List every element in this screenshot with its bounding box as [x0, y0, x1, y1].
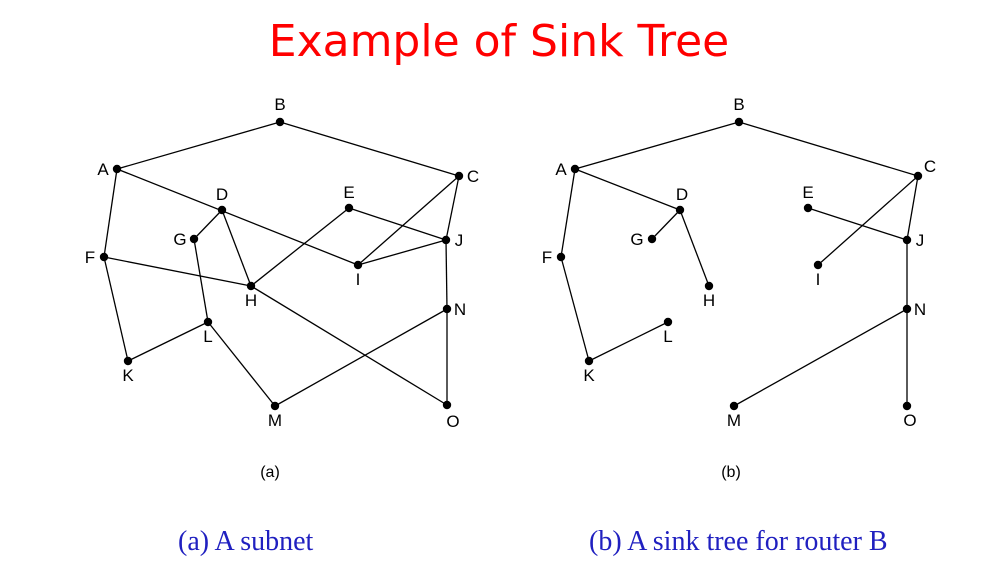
subnet-node-c	[454, 171, 464, 181]
sink-tree-node-label-m: M	[727, 411, 741, 430]
sink-tree-edge-d-h	[679, 209, 710, 287]
sink-tree-edge-a-b	[574, 121, 740, 170]
sink-tree-node-label-o: O	[903, 411, 916, 430]
sink-tree-node-label-f: F	[542, 248, 552, 267]
subnet-node-b	[275, 117, 285, 127]
subnet-node-n	[442, 304, 452, 314]
subnet-node-label-d: D	[216, 185, 228, 204]
subnet-node-h	[246, 281, 256, 291]
subnet-edge-f-k	[103, 256, 129, 362]
sink-tree-node-m	[729, 401, 739, 411]
sink-tree-node-label-n: N	[914, 300, 926, 319]
sink-tree-node-d	[675, 205, 685, 215]
subnet-node-label-e: E	[343, 183, 354, 202]
subnet-edge-m-n	[274, 308, 448, 407]
sink-tree-caption: (b) A sink tree for router B	[589, 526, 888, 557]
subnet-edge-h-o	[250, 285, 448, 406]
sink-tree-node-i	[813, 260, 823, 270]
subnet-node-o	[442, 400, 452, 410]
sink-tree-node-c	[913, 171, 923, 181]
sink-tree-node-label-d: D	[676, 185, 688, 204]
subnet-edge-d-h	[221, 209, 252, 287]
subnet-node-m	[270, 401, 280, 411]
subnet-caption: (a) A subnet	[178, 526, 314, 557]
sink-tree-edge-n-m	[733, 308, 908, 407]
subnet-edge-g-l	[193, 238, 209, 323]
sink-tree-node-label-j: J	[916, 231, 925, 250]
sink-tree-node-label-e: E	[802, 183, 813, 202]
sink-tree-node-n	[902, 304, 912, 314]
subnet-edge-a-b	[116, 121, 281, 170]
sink-tree-edge-b-c	[738, 121, 919, 177]
subnet-node-f	[99, 252, 109, 262]
subnet-diagram: A B C D E F G H I J K L M N O	[85, 95, 479, 431]
sink-tree-node-f	[556, 252, 566, 262]
sink-tree-node-o	[902, 401, 912, 411]
sink-tree-edge-f-k	[560, 256, 590, 362]
subnet-node-d	[217, 205, 227, 215]
sink-tree-node-label-k: K	[583, 366, 595, 385]
subnet-node-e	[344, 203, 354, 213]
sink-tree-diagram: A B C D E F G H I J K L M N O	[542, 95, 936, 430]
subnet-node-label-l: L	[203, 327, 212, 346]
sink-tree-edge-d-g	[651, 209, 681, 240]
subnet-edge-a-i	[116, 168, 359, 266]
sink-tree-edge-a-d	[574, 168, 681, 211]
sink-tree-edge-k-l	[588, 321, 669, 362]
subnet-node-i	[353, 260, 363, 270]
subnet-node-label-f: F	[85, 248, 95, 267]
subnet-node-label-i: I	[356, 270, 361, 289]
sink-tree-node-g	[647, 234, 657, 244]
subnet-node-label-h: H	[245, 291, 257, 310]
subnet-node-label-b: B	[274, 95, 285, 114]
sink-tree-node-label-g: G	[630, 230, 643, 249]
sink-tree-node-label-b: B	[733, 95, 744, 114]
subnet-node-j	[441, 235, 451, 245]
subnet-sub-label: (a)	[260, 464, 280, 481]
subnet-edge-e-j	[348, 207, 447, 241]
subnet-node-label-n: N	[454, 300, 466, 319]
sink-tree-node-b	[734, 117, 744, 127]
subnet-node-l	[203, 317, 213, 327]
subnet-edge-b-c	[279, 121, 460, 177]
subnet-node-label-g: G	[173, 230, 186, 249]
subnet-node-label-m: M	[268, 411, 282, 430]
subnet-node-k	[123, 356, 133, 366]
sink-tree-edge-e-j	[807, 207, 908, 241]
subnet-node-label-j: J	[455, 231, 464, 250]
subnet-edge-l-m	[207, 321, 276, 407]
sink-tree-edge-a-f	[560, 168, 576, 258]
subnet-edge-a-f	[103, 168, 118, 258]
sink-tree-node-label-h: H	[703, 291, 715, 310]
subnet-node-g	[189, 234, 199, 244]
sink-tree-node-j	[902, 235, 912, 245]
sink-tree-node-label-c: C	[924, 157, 936, 176]
subnet-node-label-a: A	[97, 160, 109, 179]
subnet-edge-i-j	[357, 239, 447, 266]
sink-tree-edge-c-i	[817, 175, 919, 266]
sink-tree-node-a	[570, 164, 580, 174]
sink-tree-node-label-i: I	[816, 270, 821, 289]
sink-tree-node-h	[704, 281, 714, 291]
subnet-node-a	[112, 164, 122, 174]
sink-tree-node-e	[803, 203, 813, 213]
subnet-edge-f-h	[103, 256, 252, 287]
subnet-node-label-o: O	[446, 412, 459, 431]
subnet-node-label-k: K	[122, 366, 134, 385]
subnet-edge-d-g	[193, 209, 223, 240]
subnet-edge-k-l	[127, 321, 209, 362]
subnet-node-label-c: C	[467, 167, 479, 186]
sink-tree-node-label-a: A	[555, 160, 567, 179]
sink-tree-sub-label: (b)	[721, 464, 741, 481]
subnet-edge-c-i	[357, 175, 460, 266]
sink-tree-edge-c-j	[906, 175, 919, 241]
subnet-edge-j-n	[445, 239, 448, 310]
sink-tree-node-k	[584, 356, 594, 366]
page-title: Example of Sink Tree	[268, 16, 730, 67]
subnet-edge-e-h	[250, 207, 350, 287]
sink-tree-node-label-l: L	[663, 327, 672, 346]
subnet-edge-c-j	[445, 175, 460, 241]
sink-tree-node-l	[663, 317, 673, 327]
